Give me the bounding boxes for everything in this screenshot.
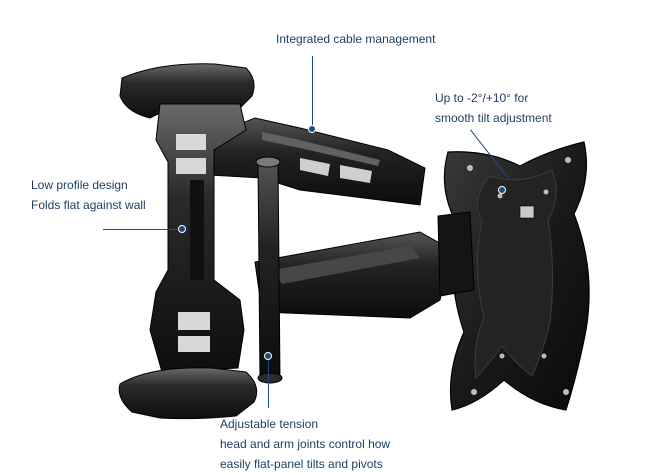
profile-marker-dot (178, 225, 186, 233)
tilt-label-line-1: Up to -2°/+10° for (435, 91, 529, 105)
lower-arm (254, 231, 453, 319)
tension-leader-line (268, 356, 269, 408)
low-profile-label: Low profile design Folds flat against wa… (31, 175, 146, 215)
tilt-marker-dot (498, 186, 506, 194)
wall-plate (118, 63, 258, 420)
profile-label-line-2: Folds flat against wall (31, 198, 146, 212)
vesa-plate (437, 141, 590, 411)
cable-leader-line (312, 56, 313, 126)
cable-management-label: Integrated cable management (276, 29, 435, 49)
cable-marker-dot (308, 125, 316, 133)
pivot-column (255, 156, 283, 384)
cable-label-line-1: Integrated cable management (276, 32, 436, 46)
profile-label-line-1: Low profile design (31, 178, 128, 192)
tilt-label-line-2: smooth tilt adjustment (435, 111, 552, 125)
adjustable-tension-label: Adjustable tension head and arm joints c… (220, 414, 390, 474)
tension-marker-dot (264, 352, 272, 360)
tension-label-line-1: Adjustable tension (220, 417, 319, 431)
tension-label-line-3: easily flat-panel tilts and pivots (220, 457, 383, 471)
profile-leader-line (103, 229, 181, 230)
tilt-adjustment-label: Up to -2°/+10° for smooth tilt adjustmen… (435, 88, 552, 128)
upper-arm (199, 117, 426, 206)
tension-label-line-2: head and arm joints control how (220, 437, 391, 451)
